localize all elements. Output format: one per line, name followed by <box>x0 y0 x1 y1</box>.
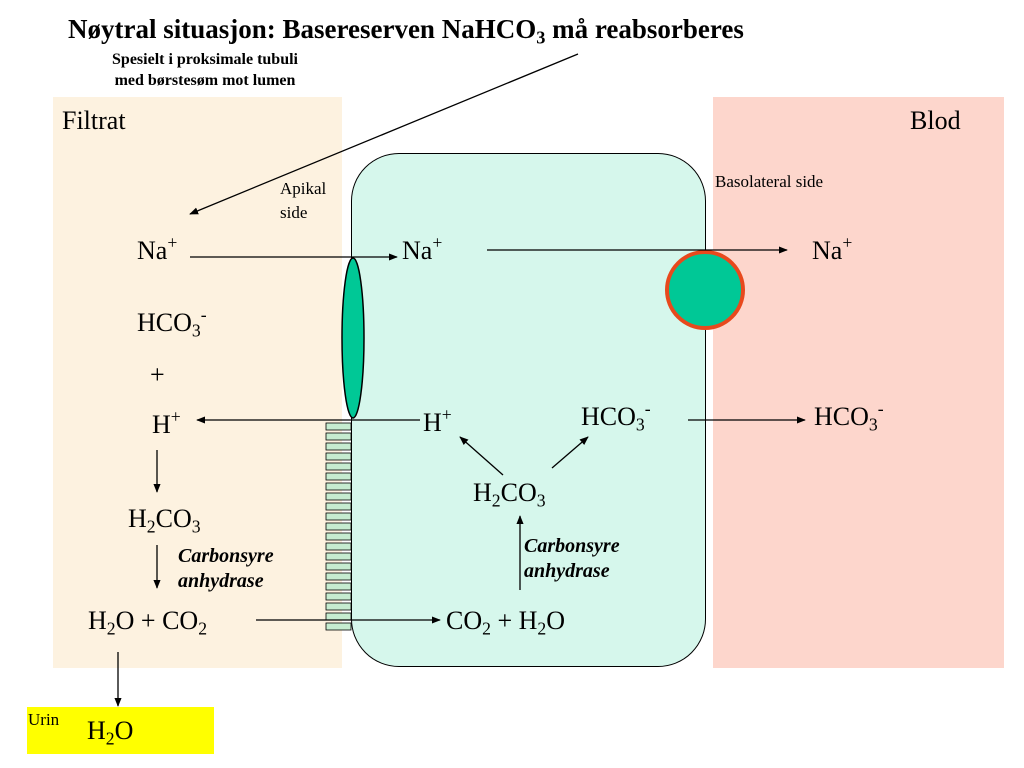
brush-border-note: Spesielt i proksimale tubuli med børstes… <box>112 51 298 89</box>
filtrate-label: Filtrat <box>62 106 126 135</box>
na-cell: Na+ <box>402 232 443 265</box>
co2-h2o-cell: CO2 + H2O <box>446 606 566 639</box>
enzyme-label-cell: Carbonsyre anhydrase <box>524 535 620 582</box>
page-title: Nøytral situasjon: Basereserven NaHCO3 m… <box>68 14 744 48</box>
basolateral-side-label: Basolateral side <box>715 172 824 191</box>
na-filtrate: Na+ <box>137 232 178 265</box>
plus-sign: + <box>150 360 165 389</box>
hco3-cell: HCO3- <box>581 398 651 435</box>
h-filtrate: H+ <box>152 406 181 439</box>
hco3-filtrate: HCO3- <box>137 304 207 341</box>
enzyme-label-filtrate: Carbonsyre anhydrase <box>178 545 274 592</box>
urine-label: Urin <box>28 710 60 729</box>
h2co3-cell: H2CO3 <box>473 478 546 511</box>
urine-box <box>27 707 214 754</box>
h-cell: H+ <box>423 404 452 437</box>
na-blood: Na+ <box>812 232 853 265</box>
hco3-blood: HCO3- <box>814 398 884 435</box>
h2o-urine: H2O <box>87 716 134 749</box>
apical-side-label: Apikal side <box>280 179 327 222</box>
h2o-co2-filtrate: H2O + CO2 <box>88 606 208 639</box>
h2co3-filtrate: H2CO3 <box>128 504 201 537</box>
tubule-cell <box>351 153 706 667</box>
blood-region <box>713 97 1004 668</box>
blood-label: Blod <box>910 106 961 135</box>
